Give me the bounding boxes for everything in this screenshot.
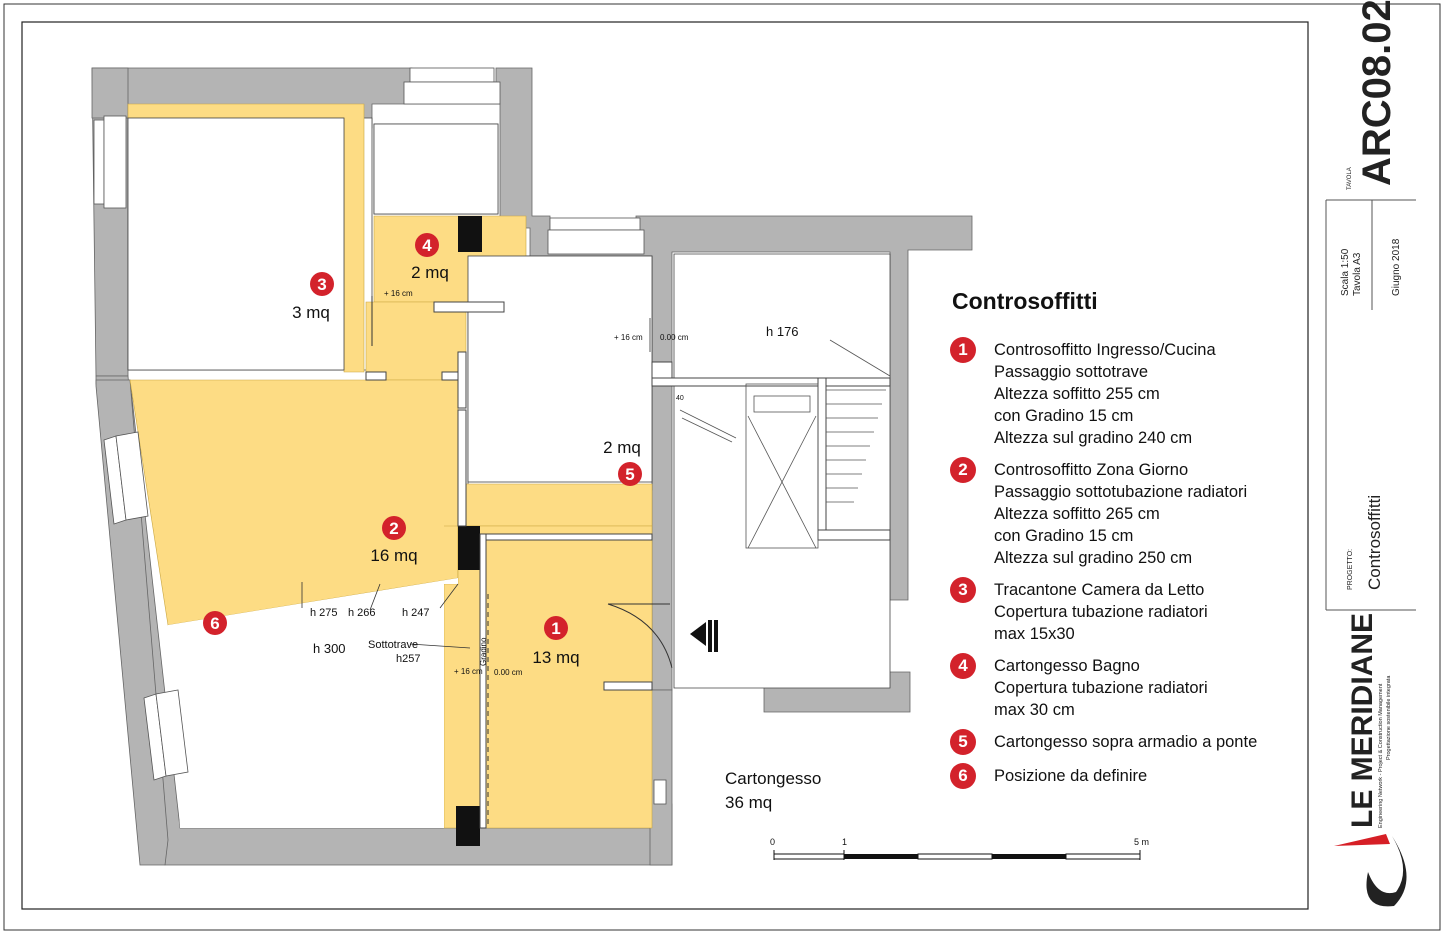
svg-text:6: 6: [210, 614, 219, 633]
legend-line: Controsoffitto Ingresso/Cucina: [994, 341, 1216, 359]
title-block: TAVOLA ARC08.02 Scala 1:50 Tavola A3 Giu…: [1325, 0, 1416, 907]
label-sottotrave: Sottotrave: [368, 639, 418, 651]
label-plus16-a: + 16 cm: [384, 289, 413, 298]
scale-bar: 0 1 5 m: [770, 837, 1149, 860]
legend-line: max 15x30: [994, 625, 1075, 643]
label-stair-mark: 40: [676, 395, 684, 402]
legend-line: Passaggio sottotrave: [994, 363, 1149, 381]
leader-lines: [301, 318, 651, 649]
legend-line: Altezza sul gradino 240 cm: [994, 429, 1193, 447]
label-plus16-c: + 16 cm: [454, 667, 483, 676]
svg-text:3: 3: [317, 275, 326, 294]
legend-badge-6: 6: [950, 763, 976, 789]
legend-line: Copertura tubazione radiatori: [994, 603, 1208, 621]
scale-tick-1: 1: [842, 837, 847, 847]
legend-line: Cartongesso sopra armadio a ponte: [994, 733, 1258, 751]
label-h257: h257: [396, 653, 420, 665]
project-name: Controsoffitti: [1365, 495, 1384, 590]
area-3-label: 3 mq: [292, 303, 330, 322]
legend-line: max 30 cm: [994, 701, 1075, 719]
svg-text:5: 5: [625, 465, 634, 484]
area-4-label: 2 mq: [411, 263, 449, 282]
legend-title: Controsoffitti: [952, 288, 1098, 314]
legend-item-5: 5 Cartongesso sopra armadio a ponte: [950, 729, 1310, 755]
label-zero-b: 0.00 cm: [494, 668, 523, 677]
total-area: 36 mq: [725, 793, 772, 812]
legend-badge-2: 2: [950, 457, 976, 483]
marker-2: 2 16 mq: [370, 516, 418, 565]
legend-item-1: 1 Controsoffitto Ingresso/Cucina Passagg…: [950, 337, 1310, 449]
scale-tick-5: 5 m: [1134, 837, 1149, 847]
marker-1: 1 13 mq: [532, 616, 580, 667]
legend-item-6: 6 Posizione da definire: [950, 763, 1310, 789]
doors: [371, 296, 673, 669]
marker-5: 2 mq 5: [603, 438, 642, 486]
legend-badge-5: 5: [950, 729, 976, 755]
tavola-label: TAVOLA: [1347, 167, 1353, 190]
label-zero-a: 0.00 cm: [660, 333, 689, 342]
legend-line: Copertura tubazione radiatori: [994, 679, 1208, 697]
svg-text:Progettazione sostenibile inte: Progettazione sostenibile integrata: [1386, 675, 1392, 760]
label-gradino: Gradino: [479, 637, 488, 666]
label-h275: h 275: [310, 607, 338, 619]
area-2-label: 16 mq: [370, 546, 417, 565]
plan-labels: h 176 h 275 h 266 h 247 h 300 Sottotrave…: [310, 289, 821, 812]
legend-line: con Gradino 15 cm: [994, 407, 1134, 425]
outer-frame: [3, 3, 1441, 931]
legend-line: Posizione da definire: [994, 767, 1148, 785]
date-text: Giugno 2018: [1391, 238, 1402, 296]
scale-tick-0: 0: [770, 837, 775, 847]
area-5-label: 2 mq: [603, 438, 641, 457]
label-h176: h 176: [766, 324, 799, 339]
area-5: [465, 483, 653, 527]
stair-direction-icon: [690, 620, 718, 652]
area-1-label: 13 mq: [532, 648, 579, 667]
total-label: Cartongesso: [725, 769, 821, 788]
legend-line: Passaggio sottotubazione radiatori: [994, 483, 1248, 501]
legend-item-2: 2 Controsoffitto Zona Giorno Passaggio s…: [950, 457, 1310, 569]
partitions: [365, 301, 891, 829]
label-h247: h 247: [402, 607, 430, 619]
le-meridiane-logo: LE MERIDIANE Engineering Network - Proje…: [1334, 613, 1407, 907]
area-4-passage: [365, 301, 467, 381]
pillars: [456, 216, 482, 846]
legend-line: Controsoffitto Zona Giorno: [994, 461, 1189, 479]
legend-line: Tracantone Camera da Letto: [994, 581, 1205, 599]
svg-text:4: 4: [422, 236, 432, 255]
ceiling-areas: [127, 103, 653, 829]
legend-line: con Gradino 15 cm: [994, 527, 1134, 545]
legend-badge-4: 4: [950, 653, 976, 679]
sheet-number: ARC08.02: [1355, 0, 1399, 186]
format-text: Tavola A3: [1352, 252, 1363, 296]
windows: [93, 67, 667, 805]
svg-text:Engineering Network - Project: Engineering Network - Project & Construc…: [1378, 683, 1384, 828]
scale-text: Scala 1:50: [1340, 248, 1351, 296]
label-h266: h 266: [348, 607, 376, 619]
legend-item-4: 4 Cartongesso Bagno Copertura tubazione …: [950, 653, 1310, 721]
marker-3: 3 3 mq: [292, 272, 334, 322]
legend-badge-3: 3: [950, 577, 976, 603]
marker-6: 6: [203, 611, 227, 635]
legend-panel: Controsoffitti 1 Controsoffitto Ingresso…: [950, 288, 1310, 799]
svg-text:1: 1: [551, 619, 560, 638]
legend-line: Altezza soffitto 255 cm: [994, 385, 1160, 403]
svg-text:LE MERIDIANE: LE MERIDIANE: [1346, 613, 1379, 828]
label-plus16-b: + 16 cm: [614, 333, 643, 342]
project-label: PROGETTO:: [1347, 549, 1354, 590]
legend-item-3: 3 Tracantone Camera da Letto Copertura t…: [950, 577, 1310, 645]
legend-badge-1: 1: [950, 337, 976, 363]
label-h300: h 300: [313, 641, 346, 656]
legend-line: Cartongesso Bagno: [994, 657, 1140, 675]
floor-plan: h 176 h 275 h 266 h 247 h 300 Sottotrave…: [91, 67, 1149, 866]
marker-4: 4 2 mq: [411, 233, 449, 282]
stair-detail: [679, 339, 891, 549]
legend-line: Altezza soffitto 265 cm: [994, 505, 1160, 523]
drawing-frame: [21, 21, 1309, 910]
area-1: [443, 525, 653, 829]
legend-line: Altezza sul gradino 250 cm: [994, 549, 1193, 567]
svg-text:2: 2: [389, 519, 398, 538]
